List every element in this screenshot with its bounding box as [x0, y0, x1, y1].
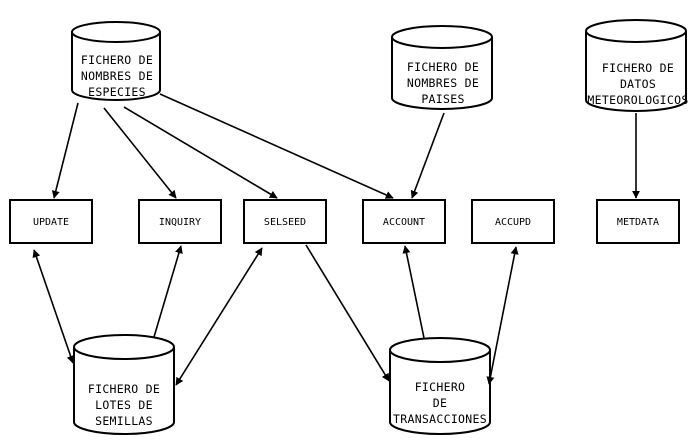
arrow-update-lotes-bidirectional	[32, 249, 75, 364]
store-especies-line-1: FICHERO DE	[81, 53, 153, 67]
arrow-paises-to-account	[410, 112, 445, 199]
program-inquiry: INQUIRY	[138, 199, 222, 244]
program-account-label: ACCOUNT	[383, 217, 425, 228]
store-meteo-line-1: FICHERO DE	[602, 61, 674, 75]
store-lotes-line-1: FICHERO DE	[88, 382, 160, 396]
store-transacciones-line-1: FICHERO	[415, 380, 466, 394]
program-update-label: UPDATE	[33, 217, 69, 228]
store-transacciones-line-2: DE	[433, 396, 447, 410]
store-lotes-line-2: LOTES DE	[95, 398, 153, 412]
program-accupd: ACCUPD	[471, 199, 555, 244]
store-lotes-line-3: SEMILLAS	[95, 414, 153, 428]
program-inquiry-label: INQUIRY	[159, 217, 201, 228]
program-metdata: METDATA	[596, 199, 680, 244]
store-meteo-line-3: METEOROLOGICOS	[587, 93, 688, 107]
store-paises-line-3: PAISES	[421, 92, 464, 106]
store-transacciones-line-3: TRANSACCIONES	[393, 412, 487, 426]
program-selseed: SELSEED	[243, 199, 327, 244]
program-metdata-label: METDATA	[617, 217, 659, 228]
store-lotes: FICHERO DE LOTES DE SEMILLAS	[73, 334, 175, 435]
arrow-selseed-lotes-bidirectional	[175, 247, 263, 386]
store-meteo-line-2: DATOS	[620, 77, 656, 91]
store-meteo: FICHERO DE DATOS METEOROLOGICOS	[585, 19, 688, 112]
flow-arrows	[32, 93, 640, 386]
store-especies-line-3: ESPECIES	[88, 85, 146, 99]
arrow-lotes-to-inquiry	[153, 245, 183, 338]
program-account: ACCOUNT	[362, 199, 446, 244]
arrow-especies-to-selseed	[123, 106, 278, 199]
store-paises: FICHERO DE NOMBRES DE PAISES	[391, 25, 493, 110]
store-especies: FICHERO DE NOMBRES DE ESPECIES	[71, 21, 161, 101]
arrow-especies-to-account	[159, 93, 394, 199]
arrow-especies-to-update	[51, 102, 79, 199]
arrow-especies-to-inquiry	[103, 107, 177, 199]
store-paises-line-1: FICHERO DE	[407, 60, 479, 74]
program-update: UPDATE	[9, 199, 93, 244]
program-accupd-label: ACCUPD	[495, 217, 531, 228]
store-especies-line-2: NOMBRES DE	[81, 69, 153, 83]
arrow-transacciones-to-account	[402, 245, 425, 339]
program-selseed-label: SELSEED	[264, 217, 306, 228]
store-paises-line-2: NOMBRES DE	[407, 76, 479, 90]
store-transacciones: FICHERO DE TRANSACCIONES	[389, 337, 491, 435]
arrow-accupd-transacciones-bidirectional	[486, 246, 519, 385]
arrow-selseed-to-transacciones	[305, 244, 390, 382]
